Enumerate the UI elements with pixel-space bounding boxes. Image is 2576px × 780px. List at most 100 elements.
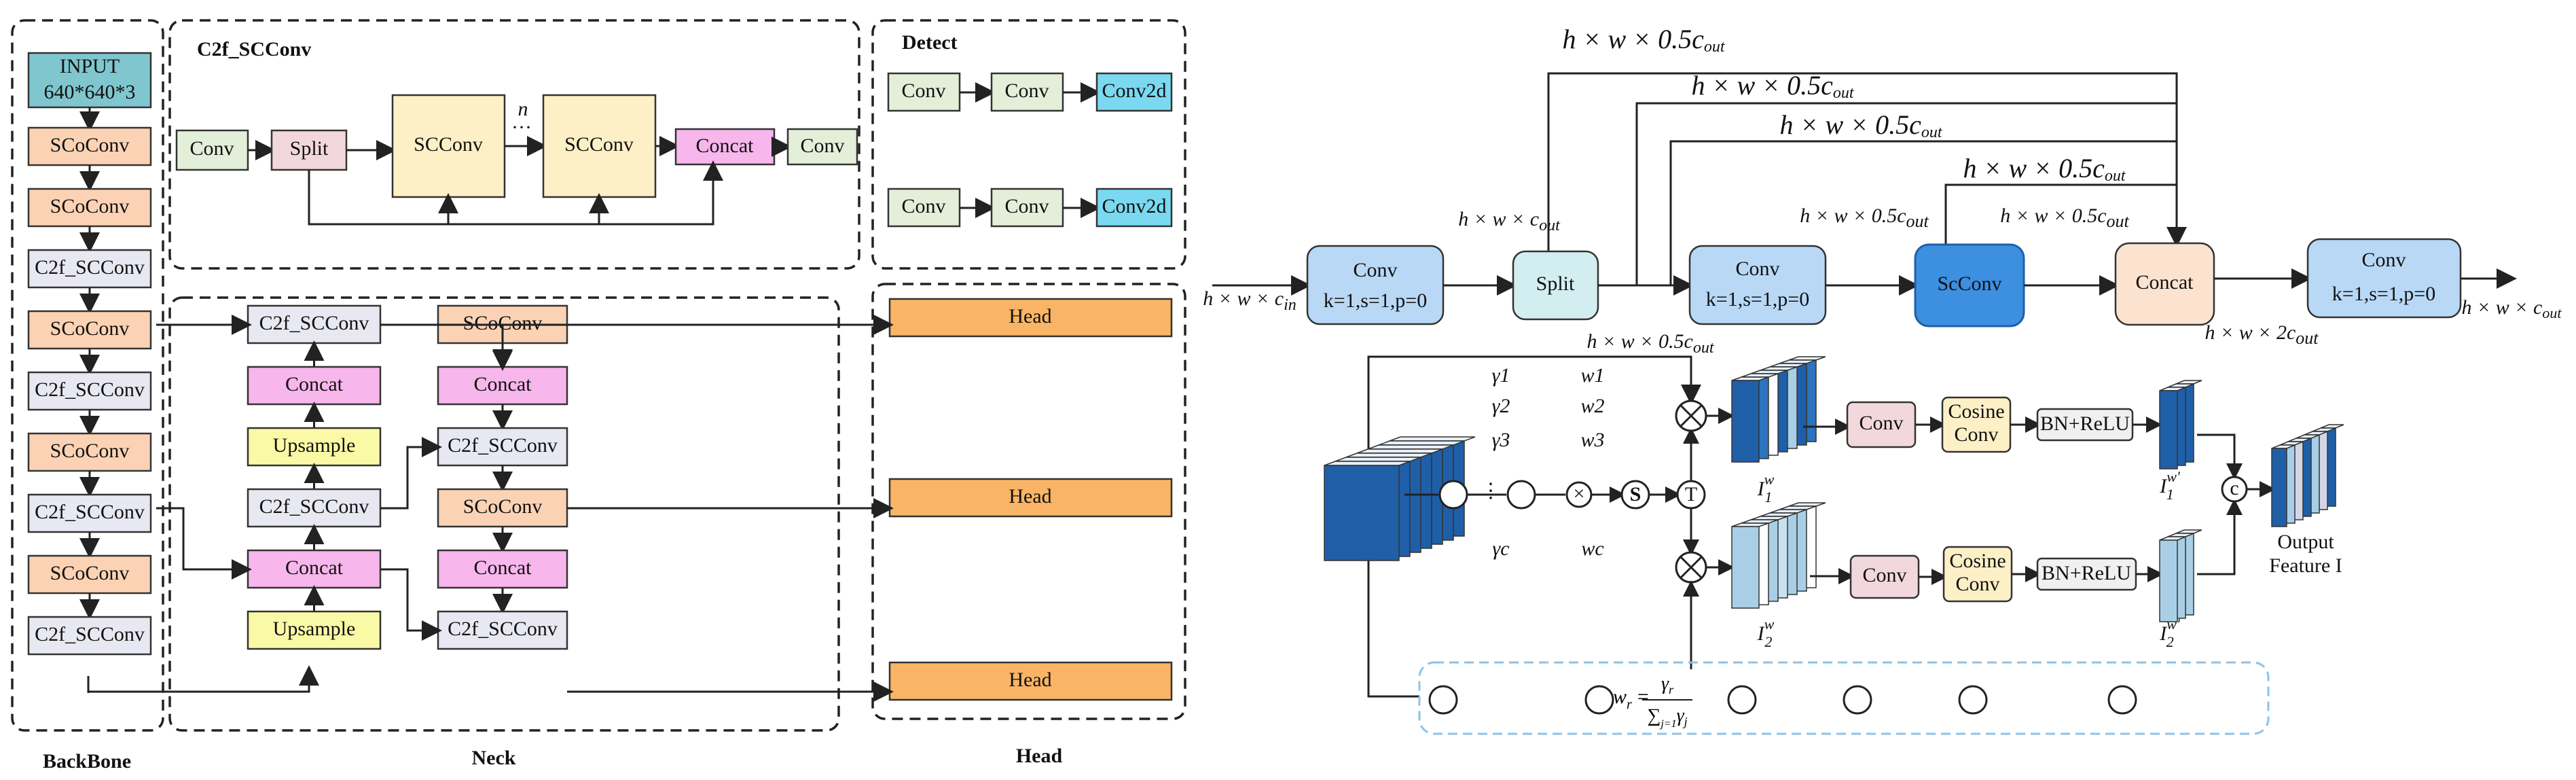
feature-slice [1324, 465, 1400, 561]
detail-top-line [1367, 355, 1701, 476]
neck-block-label: C2f_SCConv [448, 434, 558, 457]
c2f-concat-label: Concat [696, 135, 755, 157]
feature-slice-top [1367, 444, 1454, 450]
backbone-block [27, 188, 152, 228]
right-panel: h × w × 0.5cout h × w × 0.5cout h × w × … [1203, 24, 2562, 735]
conv-in-block [1306, 245, 1445, 325]
backbone-block-label: C2f_SCConv [35, 623, 145, 645]
conv-mid-params: k=1,s=1,p=0 [1706, 288, 1809, 311]
weight-bar-circle [1428, 685, 1458, 715]
gamma-3: γ3 [1492, 429, 1510, 451]
output-feature-line-2: Feature I [2269, 554, 2342, 577]
backbone-block-label: C2f_SCConv [35, 378, 145, 401]
top-label-4: h × w × 0.5cout [1963, 153, 2126, 184]
feature-slice-top [1389, 436, 1476, 442]
backbone-stack: SCoConvSCoConvC2f_SCConvSCoConvC2f_SCCon… [27, 126, 152, 656]
detect-conv2d-1-label: Conv2d [1102, 79, 1166, 102]
c2f-title: C2f_SCConv [197, 38, 311, 60]
feature-slice [2271, 448, 2287, 527]
head-label: Head [1016, 745, 1063, 767]
split-label: Split [1536, 272, 1575, 295]
bypass-4 [1944, 183, 2177, 245]
bypass-3 [1669, 140, 2177, 285]
c2f-conv-1-label: Conv [189, 137, 234, 160]
weight-c: wc [1581, 537, 1603, 560]
top-label-2: h × w × 0.5cout [1691, 70, 1854, 101]
weight-formula: wr= γr ∑j=1γj [1613, 673, 1692, 730]
neck-frame [168, 296, 840, 732]
backbone-block [27, 371, 152, 411]
output-feature-line-1: Output [2277, 531, 2334, 553]
feature-stack-i1 [1731, 356, 1826, 463]
concat-label: Concat [2136, 271, 2194, 294]
c2f-n-label: n [518, 98, 528, 120]
backbone-block-label: SCoConv [50, 195, 130, 217]
head-block [888, 661, 1173, 701]
neck-block-label: C2f_SCConv [259, 495, 369, 518]
threshold-label: T [1685, 483, 1697, 506]
neck-block-label: Concat [285, 556, 344, 579]
c2f-scconv-2-label: SCConv [564, 133, 634, 156]
neck-block [437, 549, 568, 589]
neck-block-label: Concat [285, 373, 344, 395]
branch2-cosine-2: Conv [1955, 573, 1999, 595]
input-feature-stack [1324, 436, 1476, 561]
detail-bottom-line [1367, 530, 1419, 698]
feature-slice-top [1335, 457, 1421, 462]
concat-c-label: c [2230, 477, 2238, 499]
branch1-cosine-2: Conv [1954, 423, 1998, 446]
weight-2: w2 [1580, 395, 1604, 417]
detect-title: Detect [902, 31, 958, 54]
detect-conv-2-label: Conv [1004, 79, 1049, 102]
weight-bar-circle [1584, 685, 1614, 715]
neck-block-label: Upsample [273, 618, 356, 640]
branch1-conv-label: Conv [1859, 412, 1903, 434]
feature-slice-top [1324, 461, 1411, 466]
weight-bar-circle [1843, 685, 1872, 715]
c2f-split-label: Split [290, 137, 329, 160]
weight-bar-circle [1727, 685, 1757, 715]
detail-half-label: h × w × 0.5cout [1587, 330, 1715, 357]
neck-label: Neck [472, 747, 516, 769]
backbone-block-label: SCoConv [50, 562, 130, 584]
backbone-block-label: SCoConv [50, 134, 130, 156]
branch2-bnrelu-label: BN+ReLU [2042, 562, 2131, 584]
backbone-label: BackBone [43, 750, 131, 773]
conv-in-label: Conv [1353, 259, 1397, 281]
i1p-label: Iw'1 [2159, 468, 2180, 503]
weight-bar [1418, 661, 2270, 735]
input-block [27, 52, 152, 109]
c2f-frame [168, 19, 860, 270]
input-dim-label: h × w × cin [1203, 287, 1296, 314]
weight-node [1506, 480, 1536, 510]
branch1-cosine-1: Cosine [1948, 400, 2004, 423]
feature-slice-top [1356, 448, 1443, 454]
c2f-conv-2 [786, 128, 858, 166]
head-block-label: Head [1009, 485, 1051, 508]
sigmoid-label: S [1630, 483, 1641, 506]
weight-1: w1 [1580, 364, 1604, 387]
backbone-block [27, 616, 152, 656]
concat-out-label: h × w × 2cout [2205, 321, 2319, 348]
head-block-label: Head [1009, 669, 1051, 691]
svg-text:∑j=1γj: ∑j=1γj [1647, 705, 1687, 730]
neck-block [247, 549, 382, 589]
feature-slice [2159, 390, 2178, 469]
neck-block [247, 610, 382, 650]
conv-in-params: k=1,s=1,p=0 [1324, 289, 1427, 312]
backbone-block [27, 432, 152, 472]
conv-out-block-label: Conv [2361, 249, 2406, 271]
backbone-frame [11, 19, 164, 732]
c2f-conv-2-label: Conv [800, 135, 844, 157]
detect-conv-2 [990, 72, 1064, 112]
branch2-cosine-1: Cosine [1949, 550, 2006, 572]
c2f-dots: ··· [511, 116, 532, 139]
weight-bar-circles [1428, 685, 2137, 715]
top-label-1: h × w × 0.5cout [1562, 24, 1725, 55]
conv-out-block-params: k=1,s=1,p=0 [2332, 283, 2435, 305]
c2f-scconv-1-label: SCConv [414, 133, 483, 156]
detect-conv2d-1 [1095, 72, 1173, 112]
detect-conv-3-label: Conv [901, 195, 945, 217]
detect-frame [871, 19, 1186, 270]
